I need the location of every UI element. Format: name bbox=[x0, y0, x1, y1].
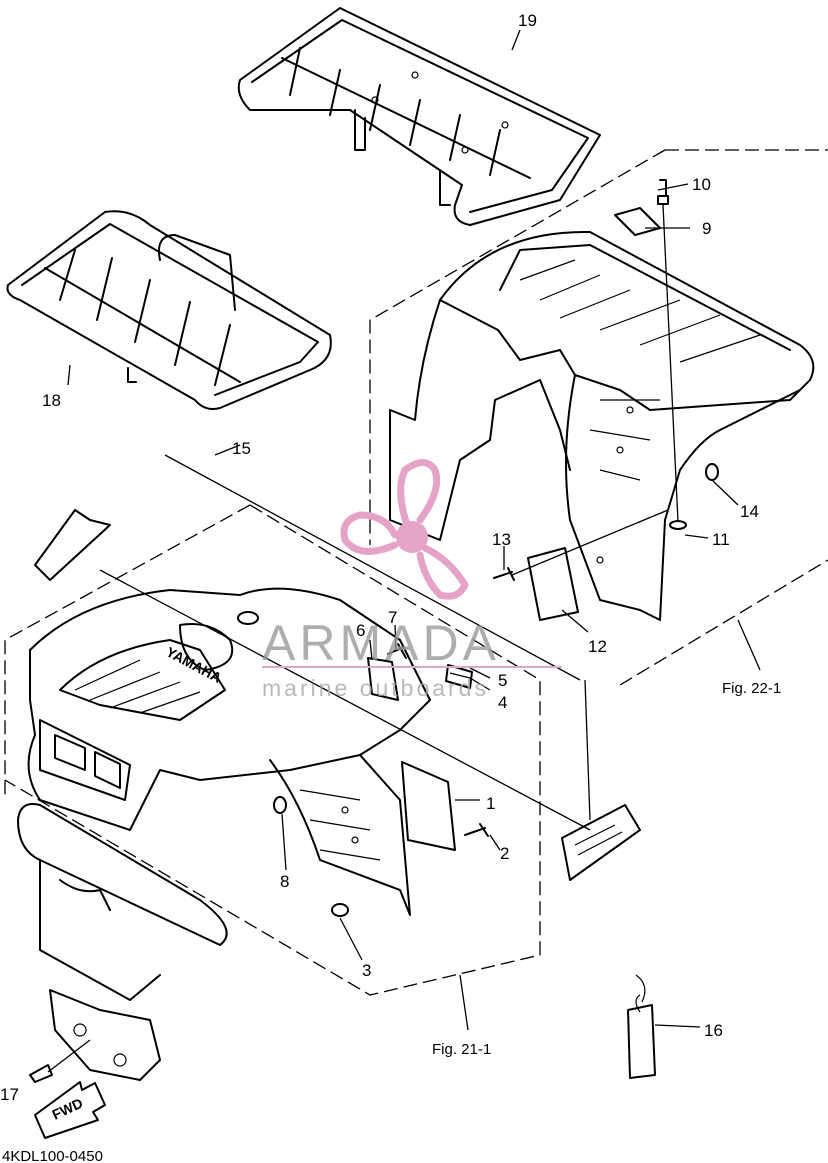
label-4-5 bbox=[445, 664, 473, 689]
watermark: ARMADA marine outboards bbox=[262, 459, 562, 701]
rivet-2 bbox=[464, 823, 489, 837]
fwd-arrow-text: FWD bbox=[50, 1095, 86, 1123]
rear-carrier bbox=[237, 7, 601, 226]
callout-9: 9 bbox=[702, 219, 711, 238]
tag-16 bbox=[627, 974, 656, 1079]
callout-7: 7 bbox=[388, 608, 397, 627]
fig-ref-front: Fig. 21-1 bbox=[432, 1041, 491, 1058]
bolt-7 bbox=[387, 643, 407, 659]
label-17 bbox=[29, 1064, 53, 1083]
callout-2: 2 bbox=[500, 844, 509, 863]
callout-11: 11 bbox=[712, 530, 730, 549]
front-carrier bbox=[6, 210, 332, 410]
callout-15: 15 bbox=[232, 439, 251, 458]
washer-3 bbox=[331, 903, 349, 917]
callout-19: 19 bbox=[518, 11, 537, 30]
fwd-arrow: FWD bbox=[34, 1081, 106, 1139]
callout-8: 8 bbox=[280, 872, 289, 891]
flap-1 bbox=[401, 761, 456, 851]
callout-1: 1 bbox=[486, 794, 495, 813]
callout-10: 10 bbox=[692, 175, 711, 194]
callout-3: 3 bbox=[362, 961, 371, 980]
callout-4: 4 bbox=[498, 693, 507, 712]
callout-13: 13 bbox=[492, 530, 511, 549]
label-15 bbox=[34, 509, 641, 881]
diagram-code: 4KDL100-0450 bbox=[2, 1148, 103, 1163]
leader-lines bbox=[47, 29, 761, 1073]
bolt-10 bbox=[657, 179, 669, 205]
plate-9 bbox=[614, 207, 661, 236]
washer-11 bbox=[669, 520, 687, 530]
watermark-brand: ARMADA bbox=[262, 615, 500, 671]
callout-numbers: 1 2 3 4 5 6 7 8 9 10 11 12 13 14 15 16 1… bbox=[0, 11, 759, 1104]
grommet-14 bbox=[705, 463, 719, 481]
washer-8 bbox=[273, 796, 287, 814]
callout-5: 5 bbox=[498, 671, 507, 690]
callout-17: 17 bbox=[0, 1085, 19, 1104]
rivet-13 bbox=[493, 567, 515, 581]
fender-brand-text: YAMAHA bbox=[164, 644, 225, 686]
fig-ref-rear: Fig. 22-1 bbox=[722, 680, 781, 697]
callout-12: 12 bbox=[588, 637, 607, 656]
callout-16: 16 bbox=[704, 1021, 723, 1040]
plate-6 bbox=[367, 657, 399, 701]
callout-6: 6 bbox=[356, 621, 365, 640]
watermark-tagline: marine outboards bbox=[262, 675, 489, 701]
callout-18: 18 bbox=[42, 391, 61, 410]
flap-12 bbox=[527, 547, 579, 621]
propeller-logo-icon bbox=[340, 459, 469, 600]
front-fender bbox=[4, 504, 541, 1081]
callout-14: 14 bbox=[740, 502, 759, 521]
rear-fender bbox=[369, 149, 828, 686]
